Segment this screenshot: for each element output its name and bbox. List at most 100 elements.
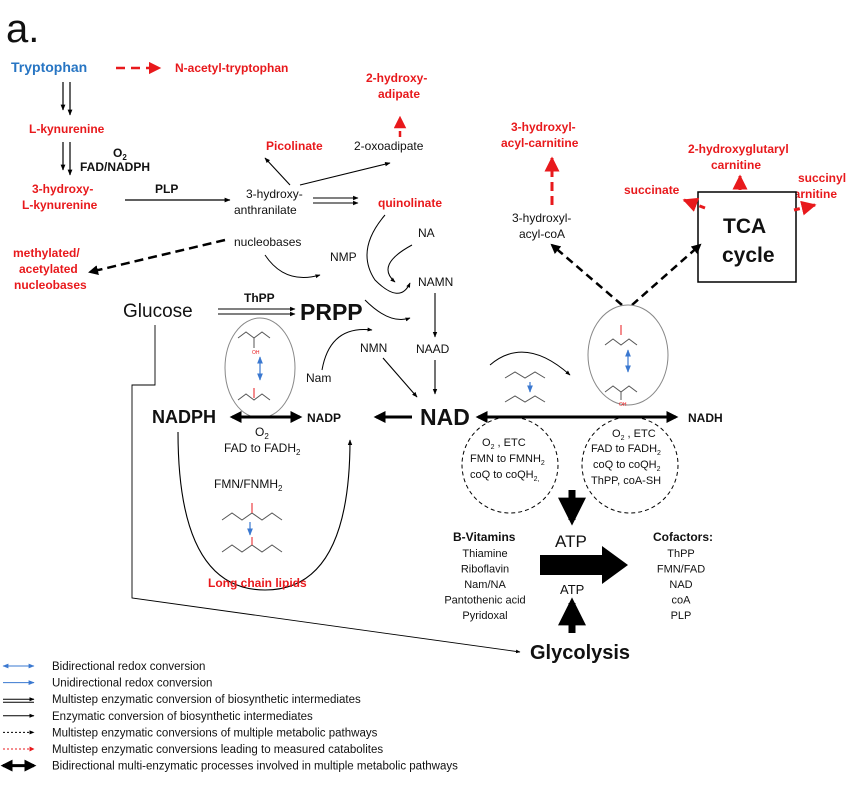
beta-oxidation-arc — [489, 351, 571, 376]
tca-label-1: TCA — [723, 215, 766, 238]
arrow-cycle-to-acyl-coa — [550, 243, 623, 306]
o2-fad-label-1: O2 — [255, 425, 269, 441]
hydroxy-adipate-label-2: adipate — [378, 87, 420, 101]
legend-item: Enzymatic conversion of biosynthetic int… — [3, 711, 313, 723]
curve-na-to-namn — [387, 244, 413, 283]
big-atp-arrow — [540, 546, 628, 584]
molecule-right-a-icon — [504, 371, 546, 379]
arrow-tca-to-succinate — [682, 197, 706, 212]
tryptophan-label: Tryptophan — [11, 59, 87, 75]
hydroxy-kynurenine-label-2: L-kynurenine — [22, 198, 98, 212]
molecule-left-bottom-icon — [237, 388, 271, 401]
legend-item: Multistep enzymatic conversions of multi… — [3, 727, 378, 739]
nmp-label: NMP — [330, 250, 357, 264]
etc-right-line-4: ThPP, coA-SH — [591, 475, 661, 487]
lipid-molecule-bottom-icon — [221, 537, 283, 553]
hydroxy-adipate-label-1: 2-hydroxy- — [366, 71, 427, 85]
lipid-cycle-loop — [177, 431, 353, 591]
hydroxyl-acyl-carnitine-label-2: acyl-carnitine — [501, 136, 579, 150]
b-vitamin-item: Nam/NA — [464, 579, 506, 591]
cofactor-item: FMN/FAD — [657, 564, 705, 576]
b-vitamin-item: Riboflavin — [461, 564, 509, 576]
cofactor-item: NAD — [669, 579, 692, 591]
legend-item: Bidirectional multi-enzymatic processes … — [0, 759, 458, 773]
na-label: NA — [418, 226, 435, 240]
legend-label: Unidirectional redox conversion — [52, 678, 212, 690]
tca-cycle-box — [697, 191, 797, 283]
arrow-tca-to-succinyl — [793, 200, 817, 216]
legend-label: Multistep enzymatic conversions leading … — [52, 744, 383, 756]
curve-prpp-loop — [364, 299, 411, 322]
nmn-label: NMN — [360, 341, 387, 355]
l-kynurenine-label: L-kynurenine — [29, 122, 105, 136]
nad-label: NAD — [420, 404, 470, 430]
cofactors-list: ThPP FMN/FAD NAD coA PLP — [657, 548, 705, 622]
hydroxyglutaryl-carnitine-label-2: carnitine — [711, 158, 761, 172]
nadph-label: NADPH — [152, 407, 216, 427]
o2-fad-label-2: FAD to FADH2 — [224, 441, 301, 457]
succinyl-carnitine-label-2: carnitine — [787, 187, 837, 201]
molecule-right-b-icon — [504, 395, 546, 403]
glycolysis-label: Glycolysis — [530, 642, 630, 664]
hydroxyl-acyl-carnitine-label-1: 3-hydroxyl- — [511, 120, 576, 134]
lipid-molecule-top-icon — [221, 503, 283, 521]
legend-label: Bidirectional multi-enzymatic processes … — [52, 761, 458, 773]
fmn-fnmh-label: FMN/FNMH2 — [214, 477, 283, 493]
namn-label: NAMN — [418, 275, 453, 289]
methylated-label-2: acetylated — [19, 262, 78, 276]
succinate-label: succinate — [624, 183, 680, 197]
cofactors-title: Cofactors: — [653, 530, 713, 544]
prpp-label: PRPP — [300, 299, 363, 325]
atp-bottom-label: ATP — [560, 582, 584, 597]
etc-right-line-2: FAD to FADH2 — [591, 443, 661, 457]
picolinate-label: Picolinate — [266, 139, 323, 153]
curve-nam-to-nmn — [321, 327, 373, 371]
succinyl-carnitine-label-1: succinyl — [798, 171, 846, 185]
quinolinate-label: quinolinate — [378, 196, 442, 210]
curve-quinolinate-to-namn — [366, 214, 411, 294]
svg-text:OH: OH — [252, 350, 260, 356]
arrow-nmn-to-nad — [382, 357, 418, 398]
b-vitamins-title: B-Vitamins — [453, 530, 516, 544]
etc-circle-left — [461, 416, 559, 514]
panel-label: a. — [6, 7, 39, 51]
methylated-label-3: nucleobases — [14, 278, 87, 292]
arrow-cycle-to-tca — [631, 243, 702, 306]
etc-left-line-3: coQ to coQH2, — [470, 469, 539, 483]
b-vitamin-item: Thiamine — [462, 548, 507, 560]
legend-label: Enzymatic conversion of biosynthetic int… — [52, 711, 313, 723]
cofactor-item: ThPP — [667, 548, 695, 560]
nam-label: Nam — [306, 371, 331, 385]
legend-item: Bidirectional redox conversion — [2, 661, 205, 673]
etc-right-line-1: O2 , ETC — [612, 428, 656, 442]
b-vitamin-item: Pyridoxal — [462, 610, 507, 622]
nadh-label: NADH — [688, 411, 723, 425]
methylated-label-1: methylated/ — [13, 246, 80, 260]
cofactor-item: PLP — [671, 610, 692, 622]
hydroxy-anthranilate-label-1: 3-hydroxy- — [246, 187, 303, 201]
molecule-right-c-icon — [604, 325, 638, 346]
svg-text:OH: OH — [619, 402, 627, 408]
legend-label: Multistep enzymatic conversion of biosyn… — [52, 694, 361, 706]
tca-label-2: cycle — [722, 244, 775, 267]
redox-cycle-right — [587, 304, 669, 406]
etc-left-line-1: O2 , ETC — [482, 437, 526, 451]
etc-circle-right — [581, 416, 679, 514]
fad-nadph-label: FAD/NADPH — [80, 160, 150, 174]
legend: Bidirectional redox conversionUnidirecti… — [0, 661, 458, 773]
glucose-label: Glucose — [123, 301, 193, 322]
nadp-label: NADP — [307, 411, 341, 425]
hydroxy-anthranilate-label-2: anthranilate — [234, 203, 297, 217]
n-acetyl-tryptophan-label: N-acetyl-tryptophan — [175, 61, 288, 75]
hydroxyl-acyl-coa-label-1: 3-hydroxyl- — [512, 211, 571, 225]
thpp-label: ThPP — [244, 291, 275, 305]
legend-item: Unidirectional redox conversion — [3, 678, 212, 690]
plp-label: PLP — [155, 182, 178, 196]
molecule-right-d-icon: OH — [604, 385, 638, 408]
hydroxy-kynurenine-label-1: 3-hydroxy- — [32, 182, 93, 196]
legend-item: Multistep enzymatic conversion of biosyn… — [3, 694, 361, 706]
cofactor-item: coA — [672, 595, 692, 607]
o2-cofactor-label: O2 — [113, 146, 127, 162]
